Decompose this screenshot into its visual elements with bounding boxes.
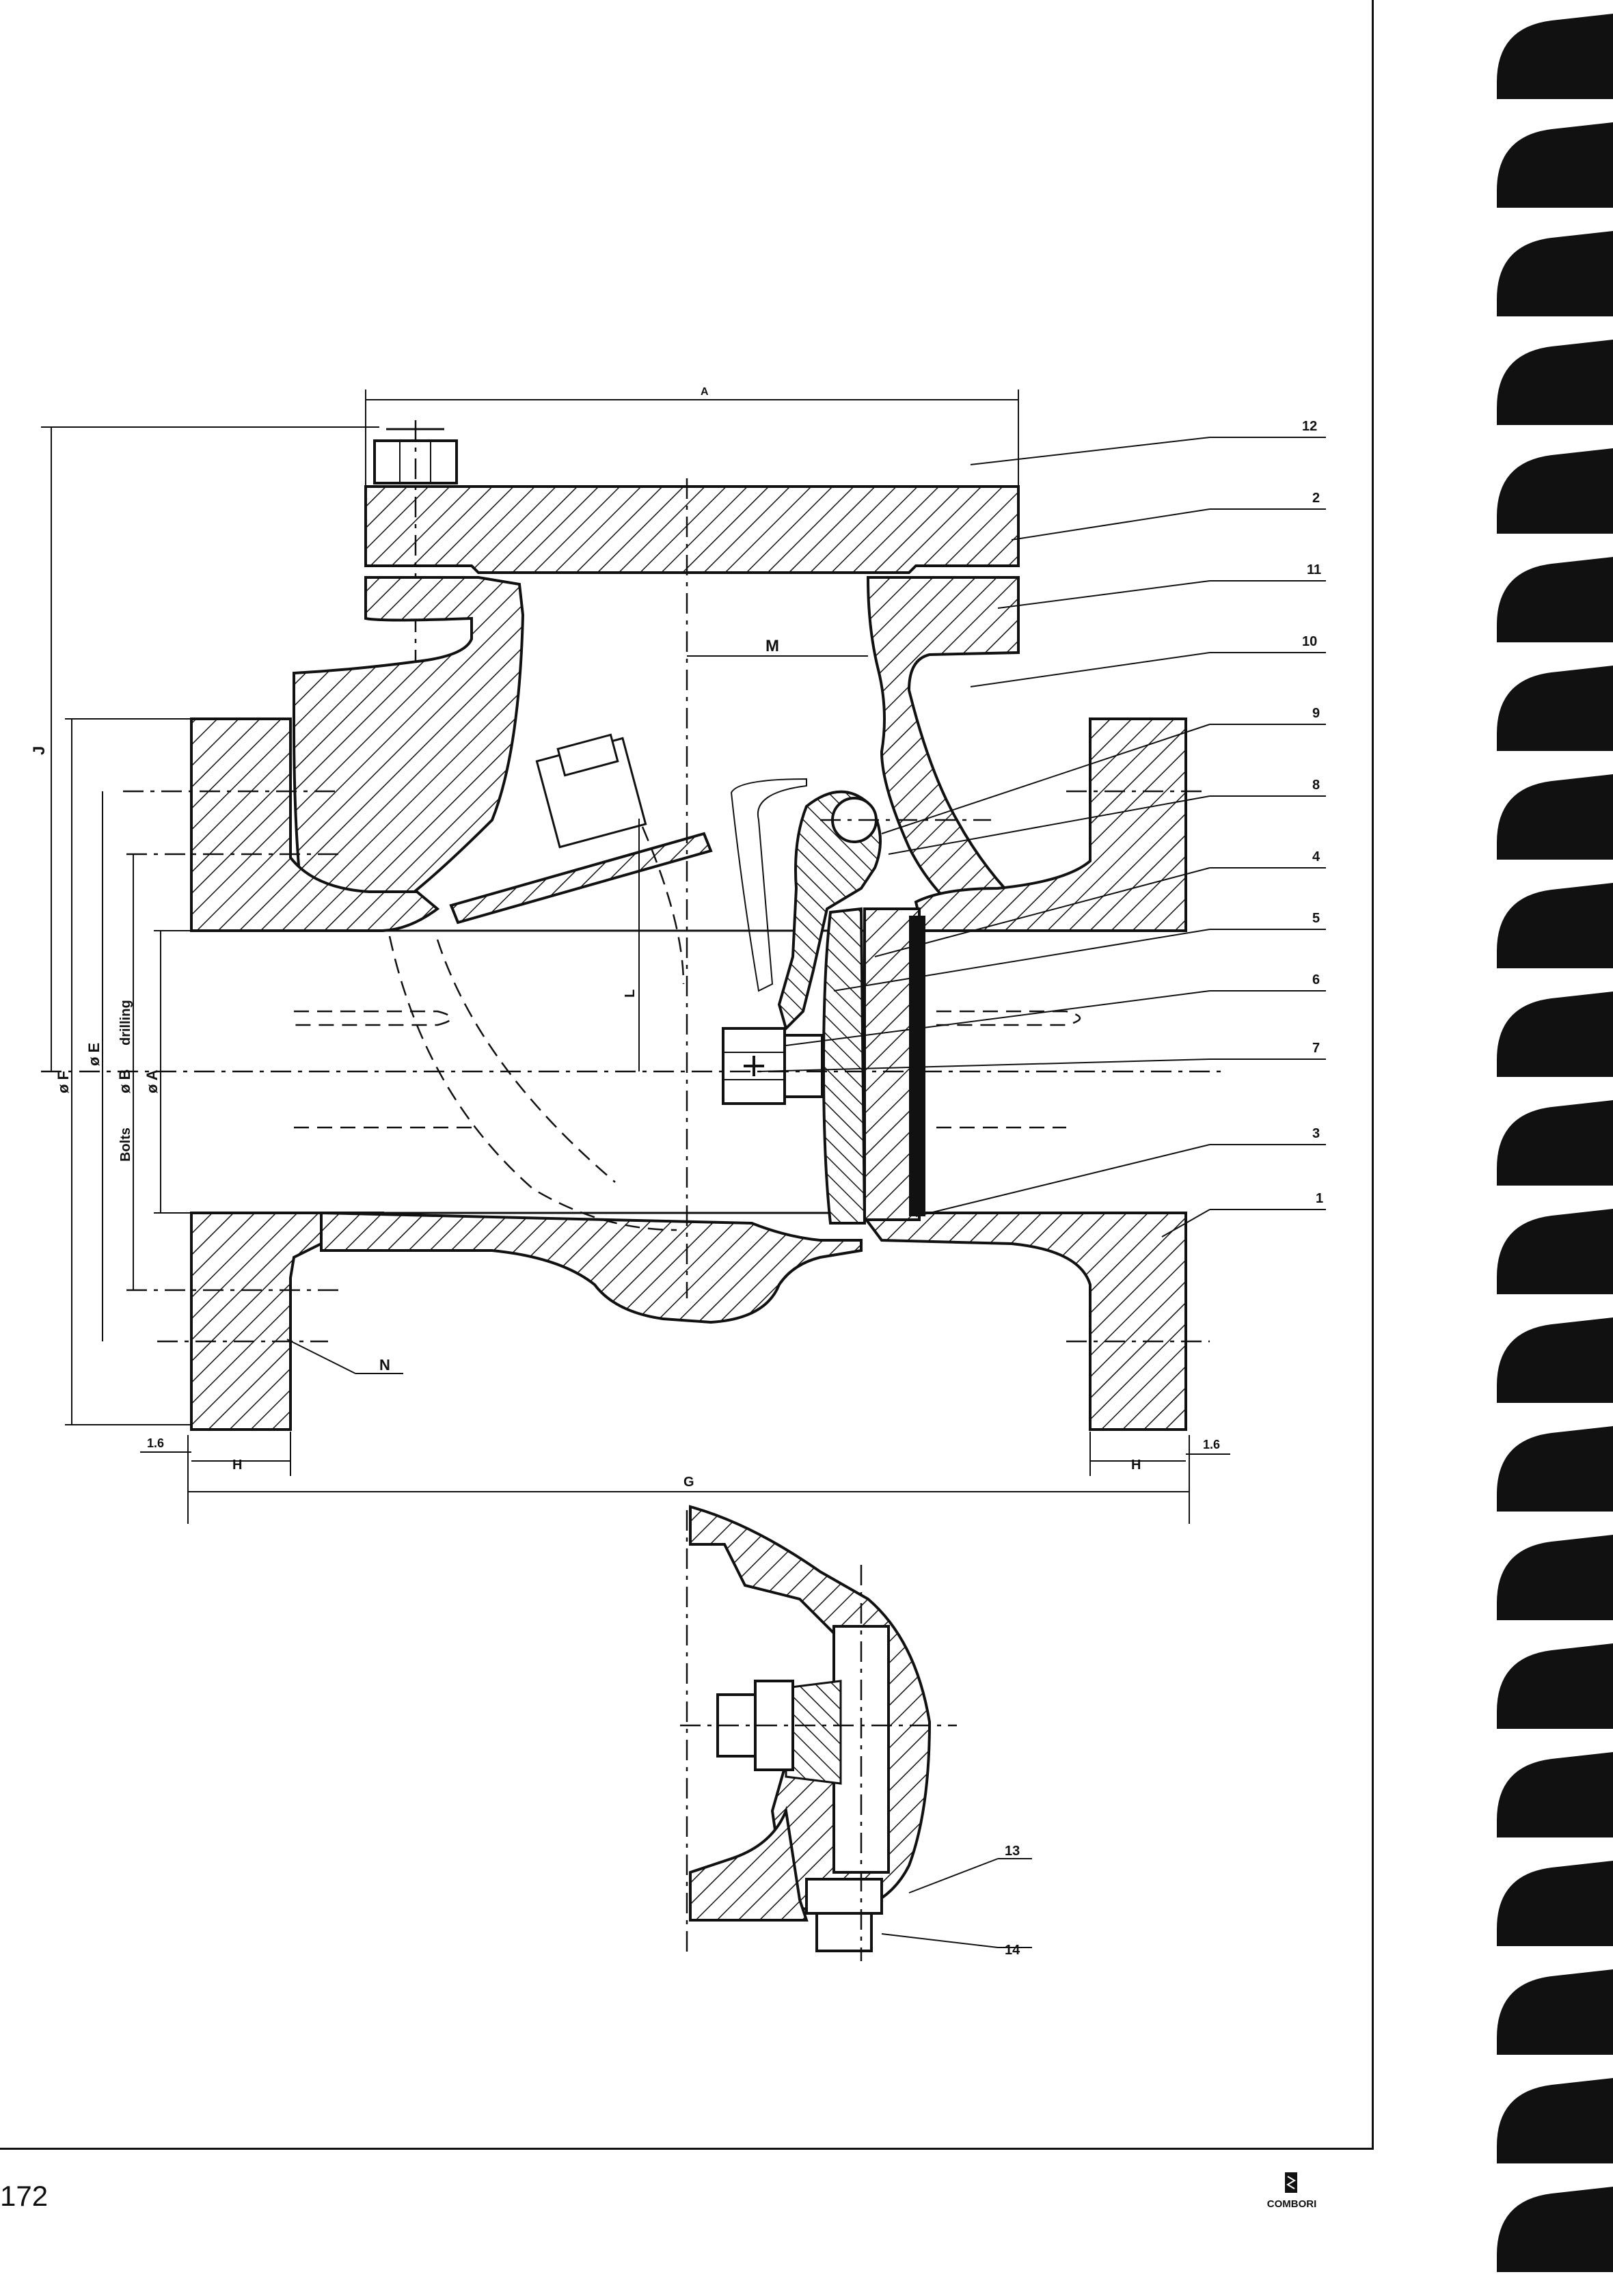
disc [822, 907, 867, 1225]
binding-tab [1497, 340, 1613, 425]
callout-13: 13 [1005, 1844, 1020, 1859]
binding-tab [1497, 1100, 1613, 1186]
swing-paths [294, 826, 1081, 1231]
stop-bar [449, 733, 713, 925]
binding-tab [1497, 557, 1613, 642]
page-frame [0, 0, 1374, 2150]
seat-ring [863, 907, 925, 1221]
dimension-labels: A M J ø F ø E ø B drilling Bolts ø A L N… [30, 386, 1220, 1490]
binding-tab [1497, 14, 1613, 99]
page-number: 172 [0, 2180, 49, 2212]
dim-H-left-label: H [232, 1458, 242, 1473]
body-right-flange [858, 718, 1187, 1431]
body-lower-wall [320, 1211, 863, 1324]
combori-logo: COMBORI [1267, 2172, 1317, 2210]
binding-tab [1497, 883, 1613, 968]
callout-4: 4 [1312, 849, 1320, 864]
dim-H-right-label: H [1131, 1458, 1141, 1473]
binding-tab [1497, 1209, 1613, 1294]
gap-left-label: 1.6 [147, 1436, 164, 1450]
callout-7: 7 [1312, 1041, 1320, 1056]
dim-phi-F-label: ø F [55, 1071, 72, 1093]
binding-tab [1497, 1969, 1613, 2055]
gap-right-label: 1.6 [1203, 1438, 1220, 1451]
dim-A-label: A [701, 386, 709, 398]
dim-N-label: N [379, 1356, 390, 1374]
callout-8: 8 [1312, 778, 1320, 793]
callout-2: 2 [1312, 491, 1320, 506]
dim-phi-A-label: ø A [144, 1069, 161, 1093]
binding-tab [1497, 448, 1613, 534]
binding-tab [1497, 2078, 1613, 2163]
callout-10: 10 [1302, 634, 1317, 649]
callout-11: 11 [1307, 562, 1321, 577]
detail-hinge-pin-view [680, 1505, 999, 1961]
binding-tab [1497, 2187, 1613, 2272]
binding-tab [1497, 1535, 1613, 1620]
binding-tab [1497, 1317, 1613, 1403]
binding-tab [1497, 122, 1613, 208]
dim-G-label: G [683, 1475, 694, 1490]
binding-tab [1497, 992, 1613, 1077]
callout-12: 12 [1302, 419, 1317, 434]
spiral-binding [1497, 14, 1613, 2272]
callout-6: 6 [1312, 972, 1320, 987]
callout-leaders [286, 437, 1210, 1374]
centerlines [41, 478, 1223, 1343]
binding-tab [1497, 1426, 1613, 1512]
dim-J-label: J [30, 746, 49, 755]
body-bonnet-flange [293, 576, 1020, 918]
disc-nut [722, 1027, 824, 1105]
valve-cover [364, 485, 1020, 574]
binding-tab [1497, 1752, 1613, 1837]
dim-phi-E-label: ø E [85, 1043, 103, 1066]
binding-tab [1497, 231, 1613, 316]
dimension-lines [41, 390, 1230, 1524]
logo-wordmark: COMBORI [1267, 2198, 1317, 2210]
dim-drilling-label: drilling [118, 1000, 133, 1046]
cover-bolt [373, 420, 458, 676]
callout-9: 9 [1312, 706, 1320, 721]
dim-M-label: M [765, 637, 779, 655]
callout-1: 1 [1316, 1191, 1323, 1206]
callout-labels: 12 2 11 10 9 8 4 5 6 7 3 1 13 14 [1005, 419, 1323, 1958]
swing-check-valve-drawing: A M J ø F ø E ø B drilling Bolts ø A L N… [30, 386, 1326, 1961]
dim-bolts-label: Bolts [118, 1128, 133, 1162]
binding-tab [1497, 1861, 1613, 1946]
binding-tab [1497, 666, 1613, 751]
dim-L-label: L [623, 989, 638, 998]
callout-14: 14 [1005, 1943, 1020, 1958]
dim-phi-B-label: ø B [116, 1069, 133, 1093]
callout-underlines [998, 437, 1326, 1948]
callout-5: 5 [1312, 911, 1320, 926]
binding-tab [1497, 1643, 1613, 1729]
binding-tab [1497, 774, 1613, 860]
callout-3: 3 [1312, 1126, 1320, 1141]
